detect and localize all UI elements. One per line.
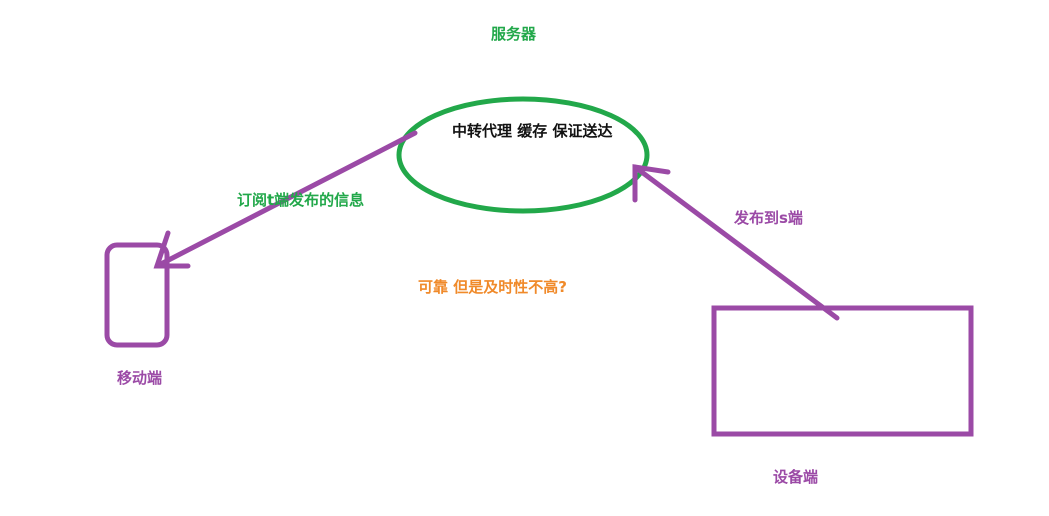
server-ellipse [396, 96, 650, 214]
server-title: 服务器 [491, 25, 537, 43]
mobile-label: 移动端 [117, 369, 163, 387]
reliability-question-label: 可靠 但是及时性不高? [418, 278, 567, 296]
publish-arrow [632, 164, 840, 321]
publish-label: 发布到s端 [734, 209, 803, 227]
subscribe-label: 订阅t端发布的信息 [237, 191, 365, 209]
subscribe-arrow [153, 130, 418, 269]
device-label: 设备端 [773, 468, 819, 486]
device-terminal-shape [711, 305, 974, 437]
mobile-device-shape [104, 242, 170, 348]
server-roles-label: 中转代理 缓存 保证送达 [452, 122, 613, 140]
